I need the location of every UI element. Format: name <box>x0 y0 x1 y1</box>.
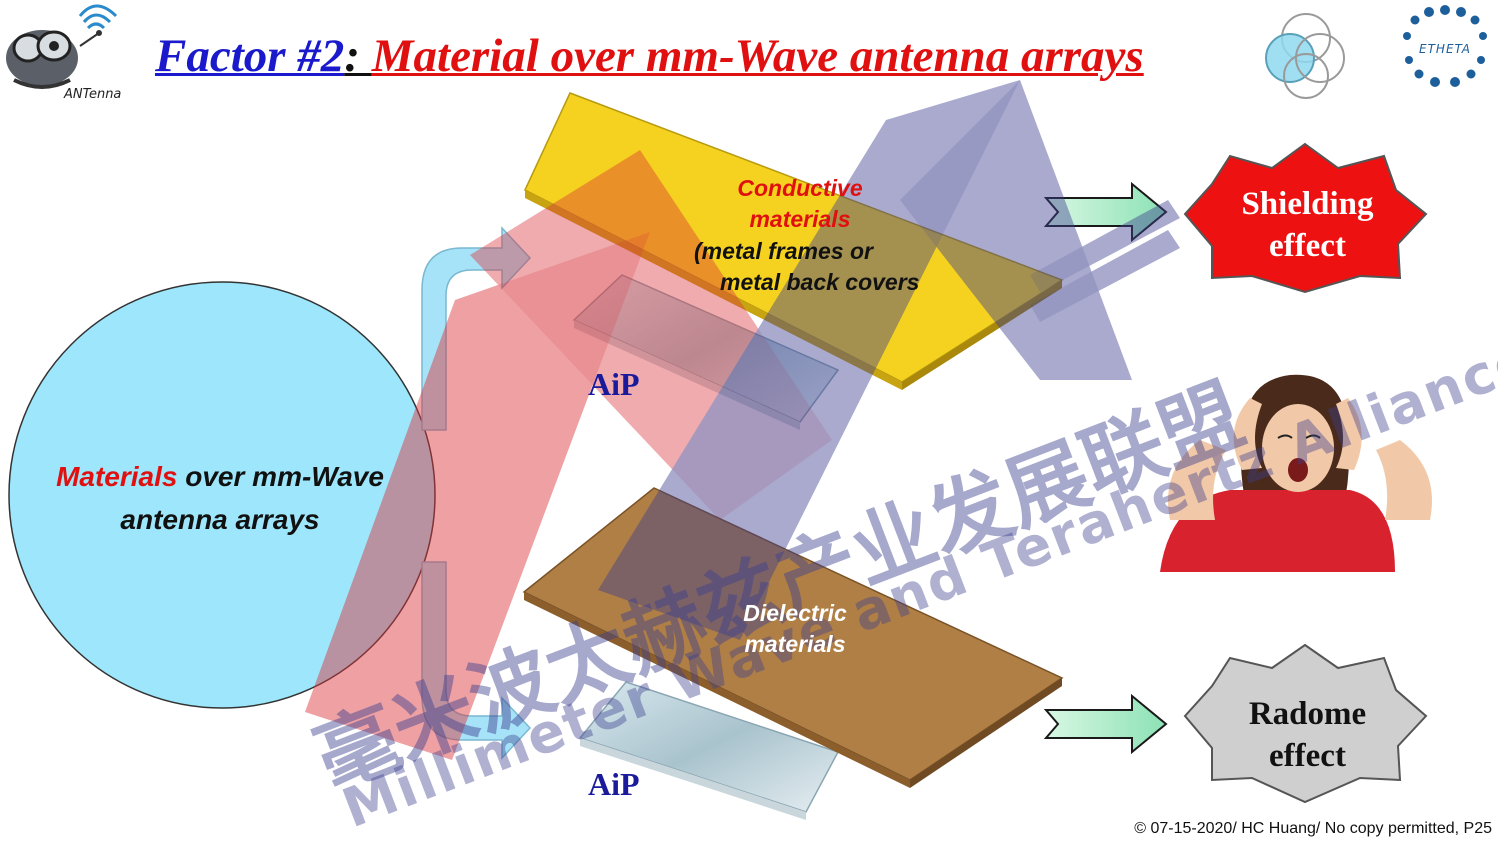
dielectric-plate <box>522 487 1064 788</box>
rings-logo <box>1265 13 1345 99</box>
arrow-to-shielding <box>1043 181 1168 243</box>
circle-line1: over mm-Wave <box>177 461 384 492</box>
etheta-logo-text: ETHETA <box>1419 42 1471 56</box>
stressed-woman-image <box>1160 374 1432 572</box>
shielding-badge <box>1183 142 1428 294</box>
dielectric-line2: materials <box>744 631 846 657</box>
aip-module-bottom <box>578 681 840 820</box>
dielectric-line1: Dielectric <box>743 600 847 626</box>
arrow-to-radome <box>1043 693 1168 755</box>
circle-highlight: Materials <box>56 461 178 492</box>
circle-line2: antenna arrays <box>120 504 320 535</box>
radome-line2: effect <box>1269 738 1346 774</box>
conductive-label: Conductive materials <box>680 173 920 235</box>
conductive-line1: Conductive <box>737 175 863 201</box>
aip-label-bottom: AiP <box>588 766 640 802</box>
antenna-robot-logo: ANTenna <box>6 4 121 102</box>
title-topic: Material over mm-Wave antenna arrays <box>371 30 1144 82</box>
conductive-detail: (metal frames or metal back covers <box>694 236 974 298</box>
title-colon: : <box>344 30 372 82</box>
page-title: Factor #2: Material over mm-Wave antenna… <box>155 28 1144 84</box>
dielectric-label: Dielectric materials <box>680 598 910 660</box>
conductive-line3: (metal frames or <box>694 238 873 264</box>
radome-label: Radome effect <box>1205 693 1410 777</box>
circle-label: Materials over mm-Wave antenna arrays <box>20 455 420 541</box>
aip-module-top <box>572 274 840 430</box>
antenna-logo-text: ANTenna <box>63 87 121 102</box>
radome-badge <box>1183 643 1428 804</box>
conductive-line4: metal back covers <box>720 269 920 295</box>
etheta-logo: ETHETA <box>1401 5 1489 87</box>
title-factor: Factor #2 <box>155 30 345 82</box>
shielding-line2: effect <box>1269 228 1346 264</box>
copyright-footer: © 07-15-2020/ HC Huang/ No copy permitte… <box>1134 820 1492 837</box>
conductive-line2: materials <box>749 206 851 232</box>
shielding-line1: Shielding <box>1241 186 1374 222</box>
arrow-to-dielectric <box>421 561 532 760</box>
shielding-label: Shielding effect <box>1205 183 1410 267</box>
materials-circle <box>8 281 436 709</box>
conductive-plate <box>524 92 1064 390</box>
radome-line1: Radome <box>1248 696 1367 732</box>
watermark-logo <box>305 80 1180 760</box>
aip-label-top: AiP <box>588 366 640 402</box>
arrow-to-conductive <box>421 226 532 431</box>
